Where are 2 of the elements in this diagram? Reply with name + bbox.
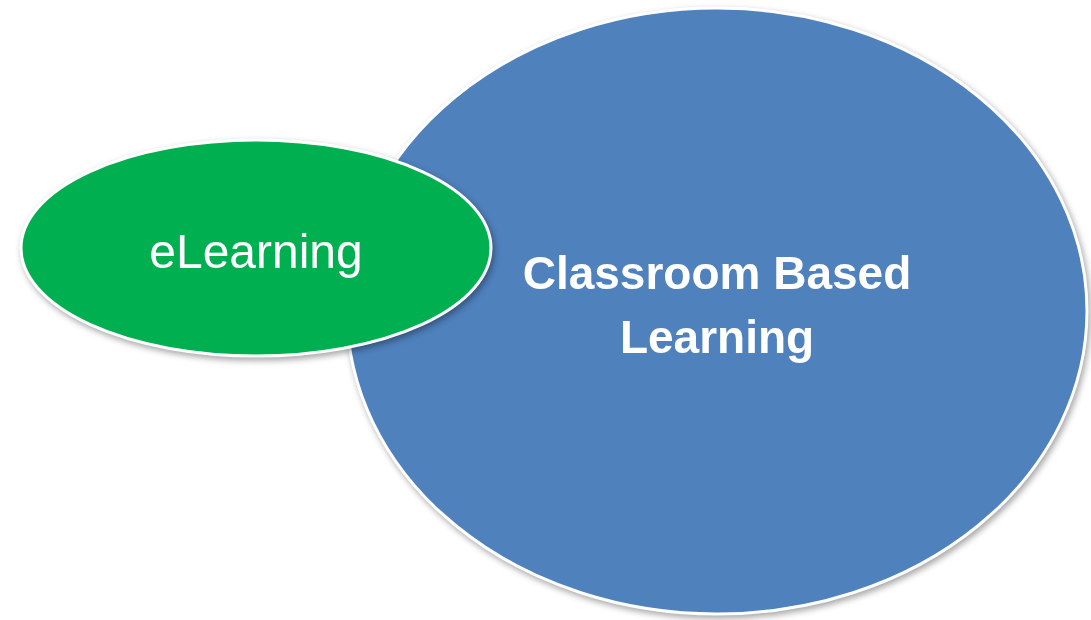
ellipse-label: eLearning [148,224,364,280]
ellipse-label: Classroom Based Learning [521,246,913,366]
